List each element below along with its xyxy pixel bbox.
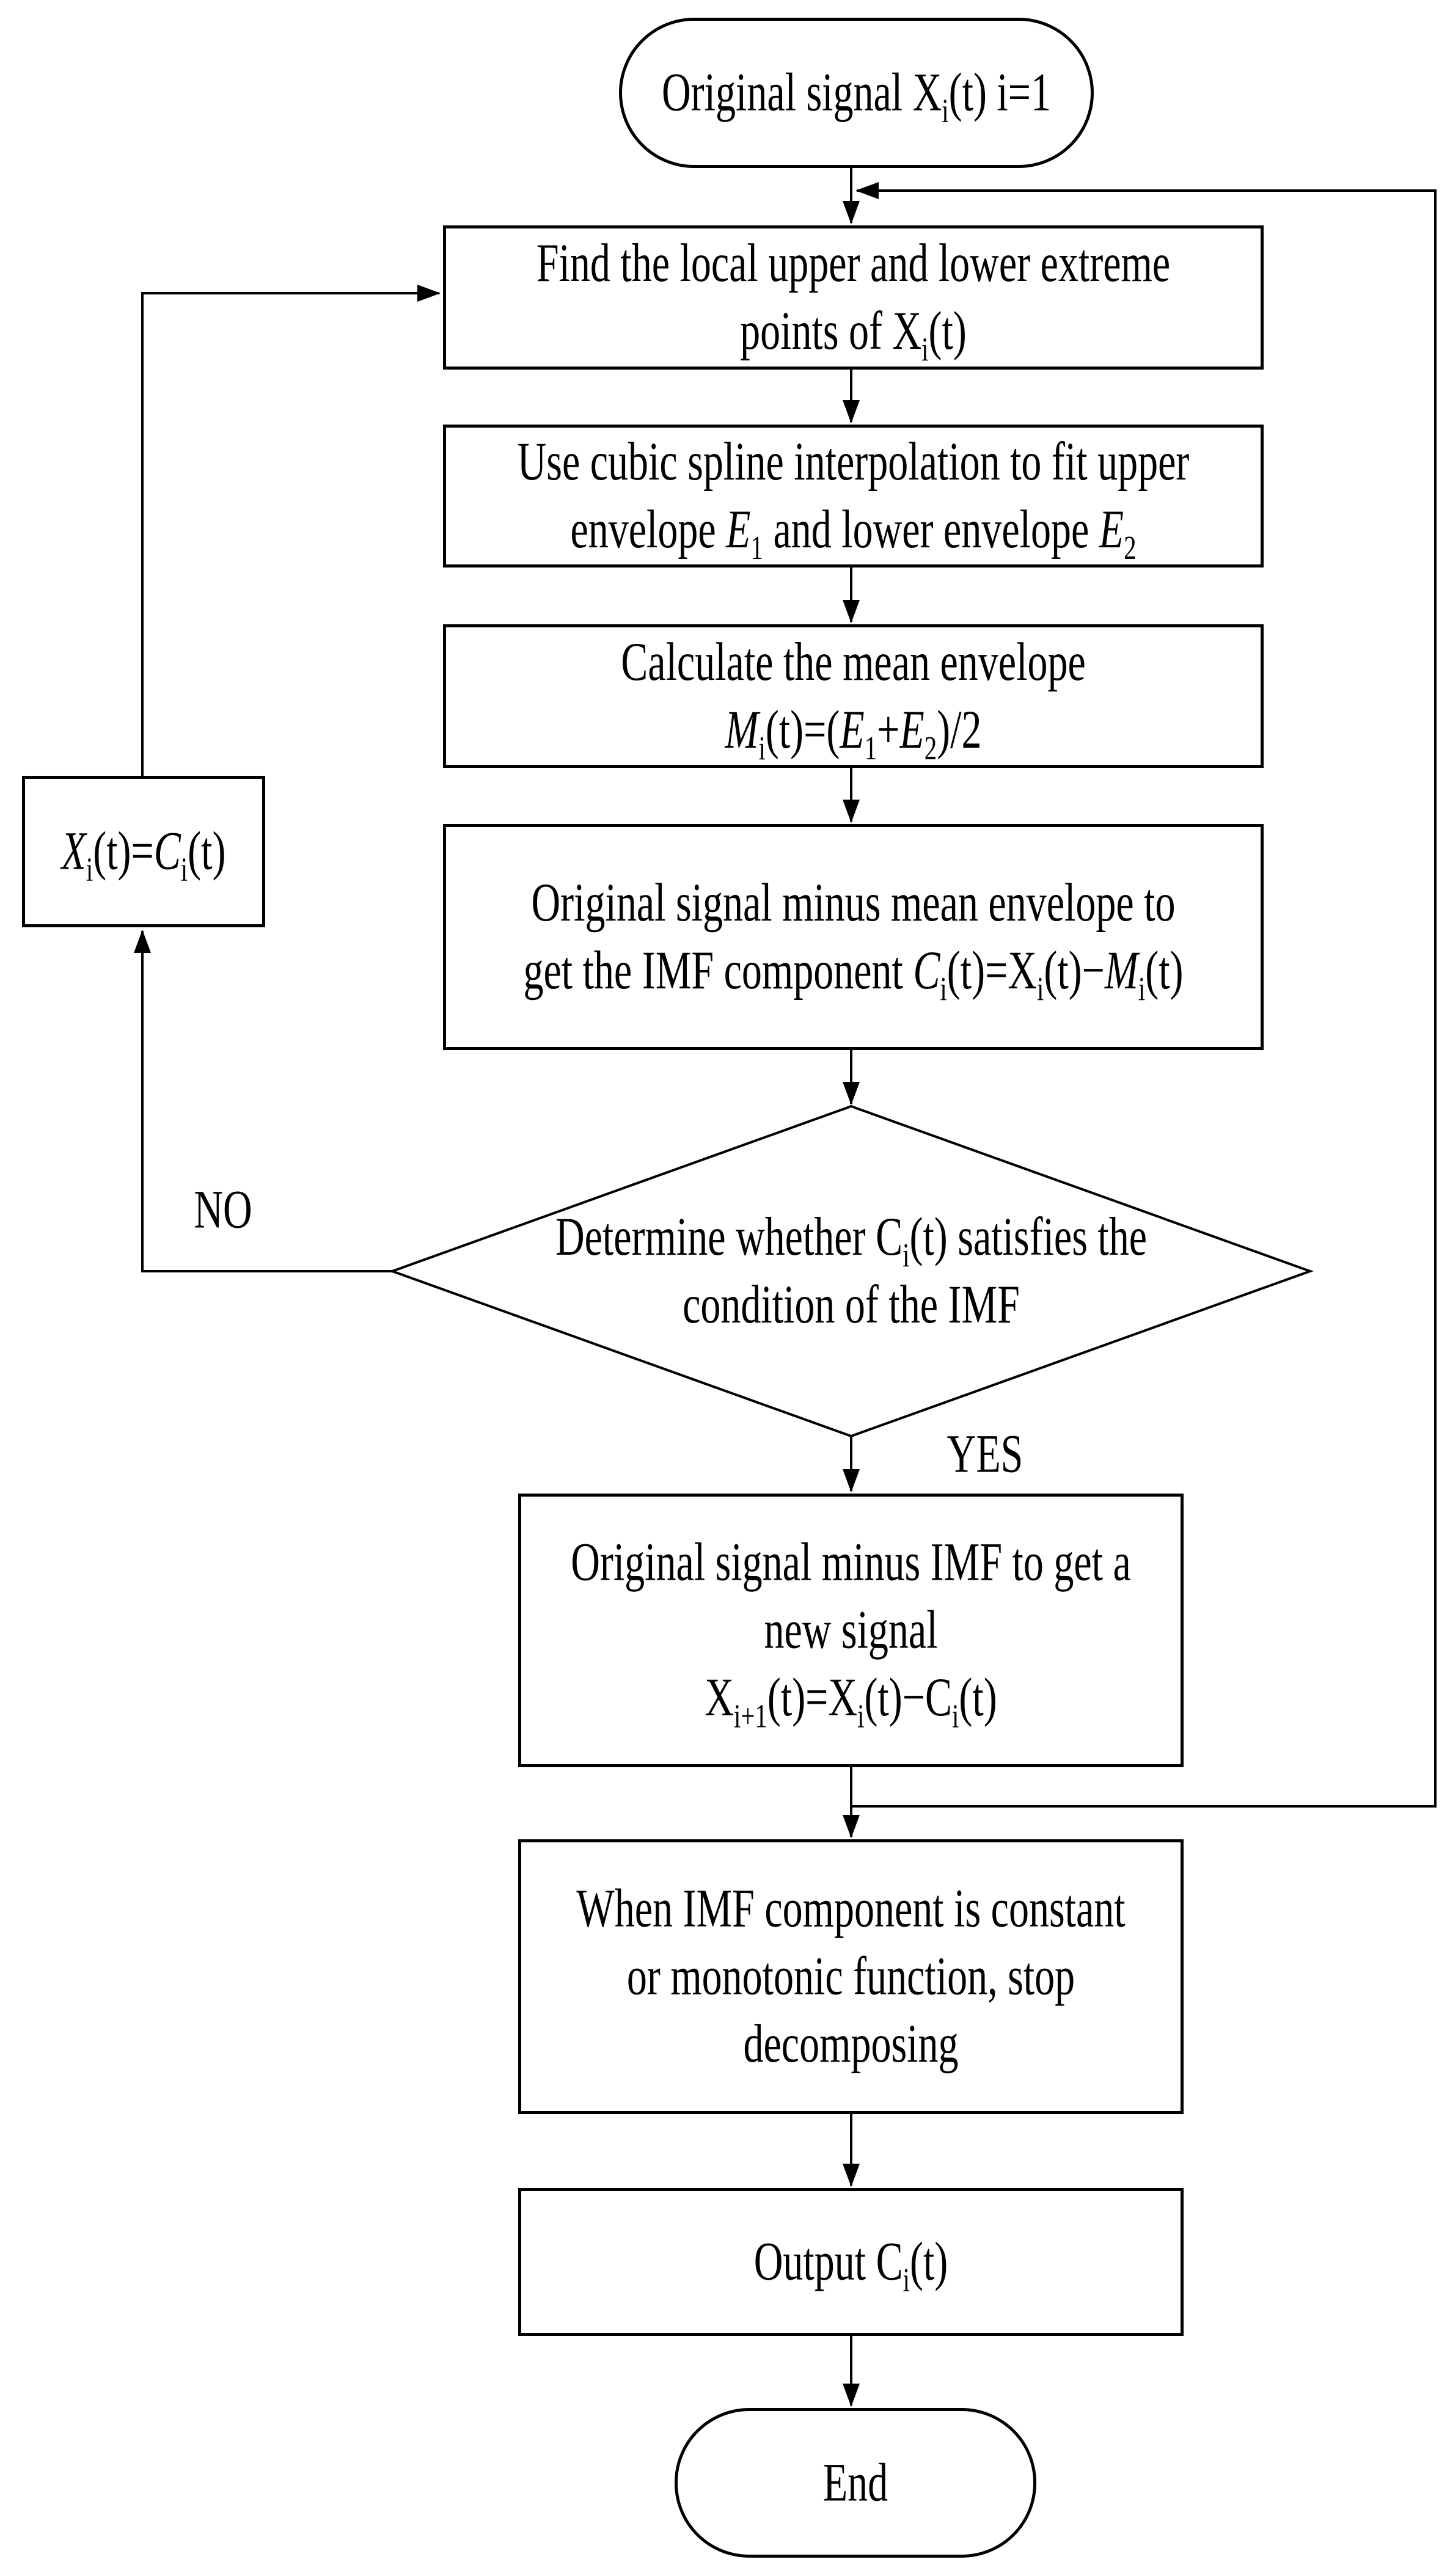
spline-fit-label: Use cubic spline interpolation to fit up…: [517, 431, 1190, 567]
no-label-text: NO: [194, 1180, 252, 1240]
output-label: Output Ci(t): [753, 2231, 948, 2299]
no-branch-label: NO: [177, 1183, 269, 1237]
reassign-process: Xi(t)=Ci(t): [22, 776, 265, 927]
reassign-label: Xi(t)=Ci(t): [61, 821, 226, 888]
output-process: Output Ci(t): [518, 2188, 1184, 2336]
start-label: Original signal Xi(t) i=1: [662, 62, 1051, 130]
edge-no-to-reassign: [134, 930, 392, 1272]
spline-fit-process: Use cubic spline interpolation to fit up…: [443, 425, 1264, 567]
end-terminator: End: [675, 2408, 1036, 2558]
edge-reassign-to-find: [141, 285, 441, 776]
yes-branch-label: YES: [930, 1427, 1040, 1481]
yes-label-text: YES: [947, 1424, 1023, 1484]
end-label: End: [822, 2452, 888, 2513]
edge-feedback-right-loop: [851, 182, 1437, 1808]
start-terminator: Original signal Xi(t) i=1: [619, 18, 1094, 168]
